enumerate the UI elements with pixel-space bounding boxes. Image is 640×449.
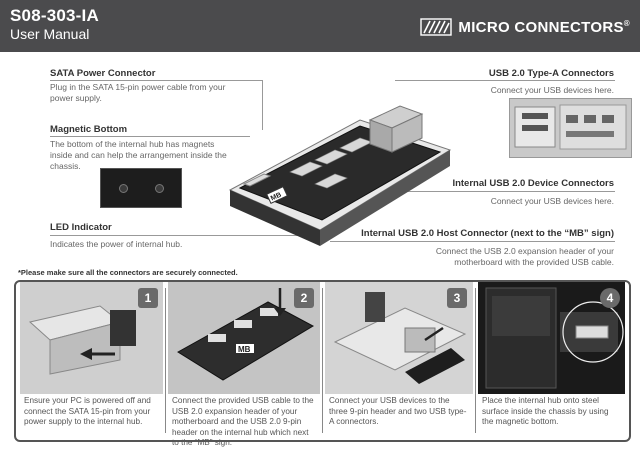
installation-steps-panel: 1 Ensure your PC is powered off and conn… bbox=[14, 280, 631, 447]
leader-line bbox=[262, 80, 263, 130]
leader-line bbox=[395, 80, 615, 81]
hub-mb-label: MB bbox=[270, 192, 283, 203]
step-3-text: Connect your USB devices to the three 9-… bbox=[329, 396, 467, 426]
led-indicator-title: LED Indicator bbox=[50, 222, 112, 233]
leader-line bbox=[330, 241, 615, 242]
usb-typea-closeup-image bbox=[509, 98, 632, 158]
magnet-icon bbox=[155, 184, 164, 193]
step-1-number: 1 bbox=[138, 288, 158, 308]
host-connector-desc: Connect the USB 2.0 expansion header of … bbox=[435, 246, 614, 267]
sata-connector-title: SATA Power Connector bbox=[50, 68, 156, 79]
magnet-icon bbox=[119, 184, 128, 193]
step-4: 4 Place the internal hub onto steel surf… bbox=[478, 282, 625, 438]
step-2: MB 2 Connect the provided USB cable to t… bbox=[168, 282, 320, 447]
magnetic-bottom-image bbox=[100, 168, 182, 208]
model-number: S08-303-IA bbox=[10, 6, 99, 25]
step-3-number: 3 bbox=[447, 288, 467, 308]
step-4-number: 4 bbox=[600, 288, 620, 308]
host-connector-title: Internal USB 2.0 Host Connector (next to… bbox=[361, 228, 614, 239]
step-3-image: 3 bbox=[325, 282, 473, 394]
header-bar: S08-303-IA User Manual MICRO CONNECTORS® bbox=[0, 0, 640, 52]
step-2-mb-label: MB bbox=[238, 345, 251, 354]
micro-connectors-logo-icon bbox=[420, 18, 453, 36]
leader-line bbox=[380, 191, 615, 192]
step-4-image: 4 bbox=[478, 282, 625, 394]
step-divider bbox=[322, 288, 323, 433]
usb-ports-icon bbox=[510, 99, 631, 157]
step-4-text: Place the internal hub onto steel surfac… bbox=[482, 396, 609, 426]
internal-device-connectors-desc: Connect your USB devices here. bbox=[490, 196, 614, 206]
step-2-text: Connect the provided USB cable to the US… bbox=[172, 396, 314, 447]
leader-line bbox=[50, 235, 298, 236]
internal-device-connectors-title: Internal USB 2.0 Device Connectors bbox=[452, 178, 614, 189]
leader-line bbox=[50, 80, 262, 81]
note-text: *Please make sure all the connectors are… bbox=[18, 268, 238, 277]
usb-typea-title: USB 2.0 Type-A Connectors bbox=[488, 68, 614, 79]
magnetic-bottom-desc: The bottom of the internal hub has magne… bbox=[50, 139, 227, 171]
brand: MICRO CONNECTORS® bbox=[420, 14, 630, 40]
internal-usb-hub-image: MB bbox=[228, 105, 452, 246]
usb-typea-desc: Connect your USB devices here. bbox=[490, 85, 614, 95]
sata-connector-desc: Plug in the SATA 15-pin power cable from… bbox=[50, 82, 226, 103]
step-divider bbox=[165, 288, 166, 433]
magnetic-bottom-title: Magnetic Bottom bbox=[50, 124, 128, 135]
step-divider bbox=[475, 288, 476, 433]
step-2-number: 2 bbox=[294, 288, 314, 308]
step-1-text: Ensure your PC is powered off and connec… bbox=[24, 396, 151, 426]
brand-name: MICRO CONNECTORS® bbox=[458, 18, 630, 36]
step-3: 3 Connect your USB devices to the three … bbox=[325, 282, 473, 438]
step-1-image: 1 bbox=[20, 282, 163, 394]
document-type: User Manual bbox=[10, 26, 90, 42]
step-2-image: MB 2 bbox=[168, 282, 320, 394]
step-1: 1 Ensure your PC is powered off and conn… bbox=[20, 282, 163, 438]
led-indicator-desc: Indicates the power of internal hub. bbox=[50, 239, 183, 249]
leader-line bbox=[50, 136, 250, 137]
